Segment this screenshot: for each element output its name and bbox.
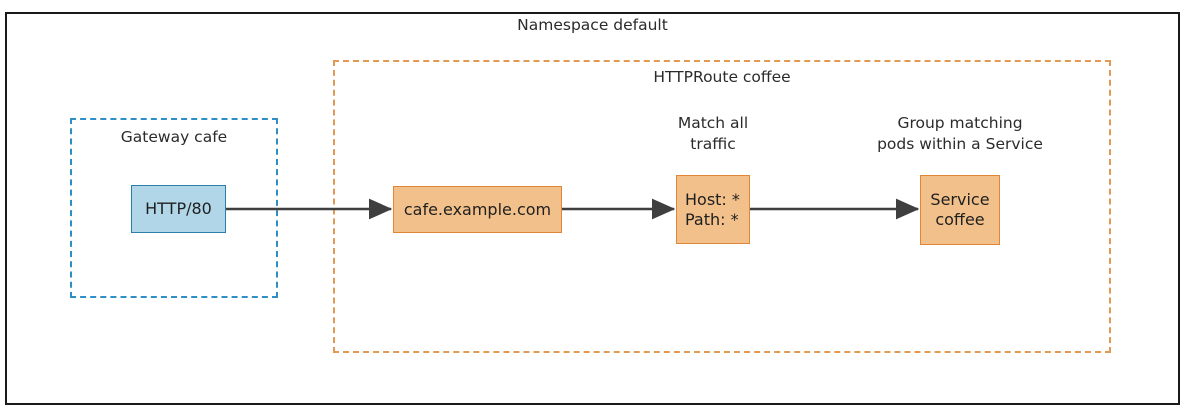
node-gateway-listener-label: HTTP/80 bbox=[145, 199, 212, 218]
httproute-group-label: HTTPRoute coffee bbox=[653, 68, 791, 86]
node-service-lines: Service coffee bbox=[930, 190, 989, 230]
gateway-group-label: Gateway cafe bbox=[120, 128, 228, 146]
node-hostname[interactable]: cafe.example.com bbox=[393, 186, 562, 233]
caption-group-matching-pods: Group matching pods within a Service bbox=[877, 114, 1043, 153]
namespace-title: Namespace default bbox=[517, 16, 668, 34]
node-service-name: coffee bbox=[935, 210, 985, 229]
httproute-group-box bbox=[333, 60, 1111, 353]
node-match-rule[interactable]: Host: * Path: * bbox=[676, 175, 750, 244]
node-match-rule-lines: Host: * Path: * bbox=[685, 190, 740, 230]
node-service[interactable]: Service coffee bbox=[920, 175, 1000, 245]
node-service-kind: Service bbox=[930, 190, 990, 209]
caption-match-all-traffic: Match all traffic bbox=[677, 114, 749, 153]
node-gateway-listener[interactable]: HTTP/80 bbox=[131, 185, 226, 233]
node-match-rule-path: Path: * bbox=[685, 209, 739, 229]
node-match-rule-host: Host: * bbox=[685, 189, 740, 209]
node-hostname-label: cafe.example.com bbox=[403, 199, 552, 219]
